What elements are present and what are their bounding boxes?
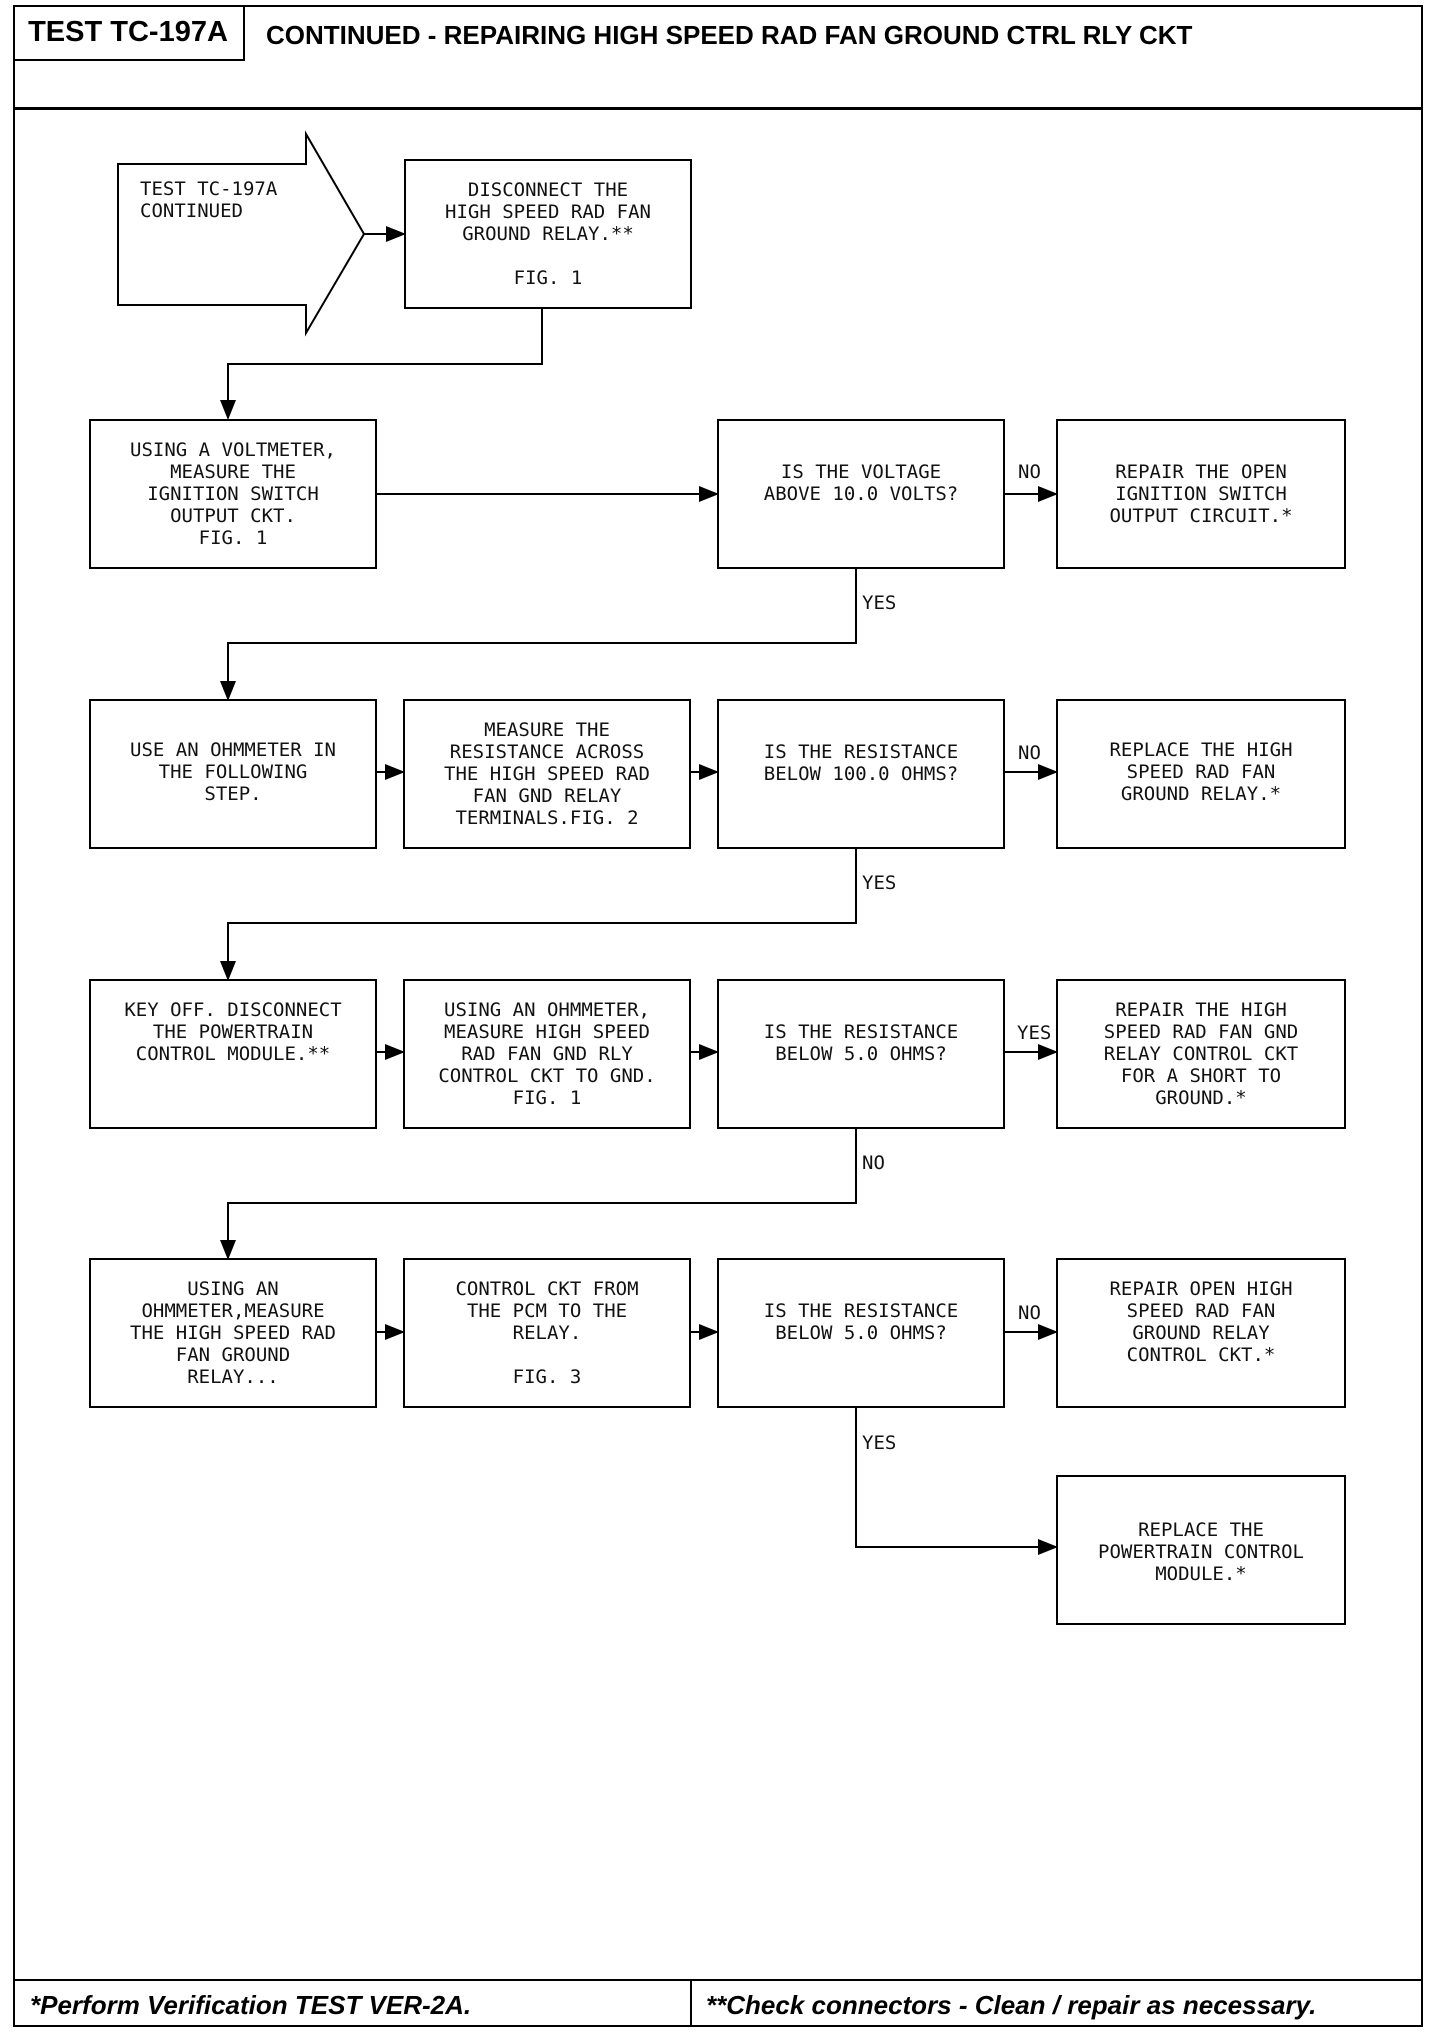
replace-pcm-step: REPLACE THE POWERTRAIN CONTROL MODULE.* xyxy=(1056,1475,1346,1625)
page-title: CONTINUED - REPAIRING HIGH SPEED RAD FAN… xyxy=(266,20,1193,50)
repair-ignition-step: REPAIR THE OPEN IGNITION SWITCH OUTPUT C… xyxy=(1056,419,1346,569)
footer-note-verification: *Perform Verification TEST VER-2A. xyxy=(30,1990,472,2020)
voltage-decision: IS THE VOLTAGE ABOVE 10.0 VOLTS? xyxy=(717,419,1005,569)
disconnect-relay-step: DISCONNECT THE HIGH SPEED RAD FAN GROUND… xyxy=(404,159,692,309)
page-frame xyxy=(13,5,1423,2027)
footer-note-connectors: **Check connectors - Clean / repair as n… xyxy=(706,1990,1317,2020)
footer-separator xyxy=(690,1979,692,2025)
repair-short-step: REPAIR THE HIGH SPEED RAD FAN GND RELAY … xyxy=(1056,979,1346,1129)
no-label-voltage: NO xyxy=(1018,461,1041,483)
measure-ignition-step: USING A VOLTMETER, MEASURE THE IGNITION … xyxy=(89,419,377,569)
yes-label-resistance-5b: YES xyxy=(862,1432,897,1454)
start-arrow-shape xyxy=(117,130,366,337)
no-label-resistance-100: NO xyxy=(1018,742,1041,764)
measure-relay-terminals-step: MEASURE THE RESISTANCE ACROSS THE HIGH S… xyxy=(403,699,691,849)
test-id: TEST TC-197A xyxy=(13,5,245,61)
use-ohmmeter-step: USE AN OHMMETER IN THE FOLLOWING STEP. xyxy=(89,699,377,849)
measure-ctrl-to-gnd-step: USING AN OHMMETER, MEASURE HIGH SPEED RA… xyxy=(403,979,691,1129)
measure-relay-ohm-step: USING AN OHMMETER,MEASURE THE HIGH SPEED… xyxy=(89,1258,377,1408)
header-divider xyxy=(13,107,1423,110)
footer-divider xyxy=(13,1979,1423,1981)
yes-label-resistance-5a: YES xyxy=(1017,1022,1052,1044)
key-off-step: KEY OFF. DISCONNECT THE POWERTRAIN CONTR… xyxy=(89,979,377,1129)
no-label-resistance-5b: NO xyxy=(1018,1302,1041,1324)
replace-relay-step: REPLACE THE HIGH SPEED RAD FAN GROUND RE… xyxy=(1056,699,1346,849)
control-ckt-pcm-step: CONTROL CKT FROM THE PCM TO THE RELAY. F… xyxy=(403,1258,691,1408)
repair-open-step: REPAIR OPEN HIGH SPEED RAD FAN GROUND RE… xyxy=(1056,1258,1346,1408)
yes-label-resistance-100: YES xyxy=(862,872,897,894)
resistance-5a-decision: IS THE RESISTANCE BELOW 5.0 OHMS? xyxy=(717,979,1005,1129)
resistance-5b-decision: IS THE RESISTANCE BELOW 5.0 OHMS? xyxy=(717,1258,1005,1408)
no-label-resistance-5a: NO xyxy=(862,1152,885,1174)
start-terminal-text: TEST TC-197A CONTINUED xyxy=(140,178,278,222)
yes-label-voltage: YES xyxy=(862,592,897,614)
resistance-100-decision: IS THE RESISTANCE BELOW 100.0 OHMS? xyxy=(717,699,1005,849)
